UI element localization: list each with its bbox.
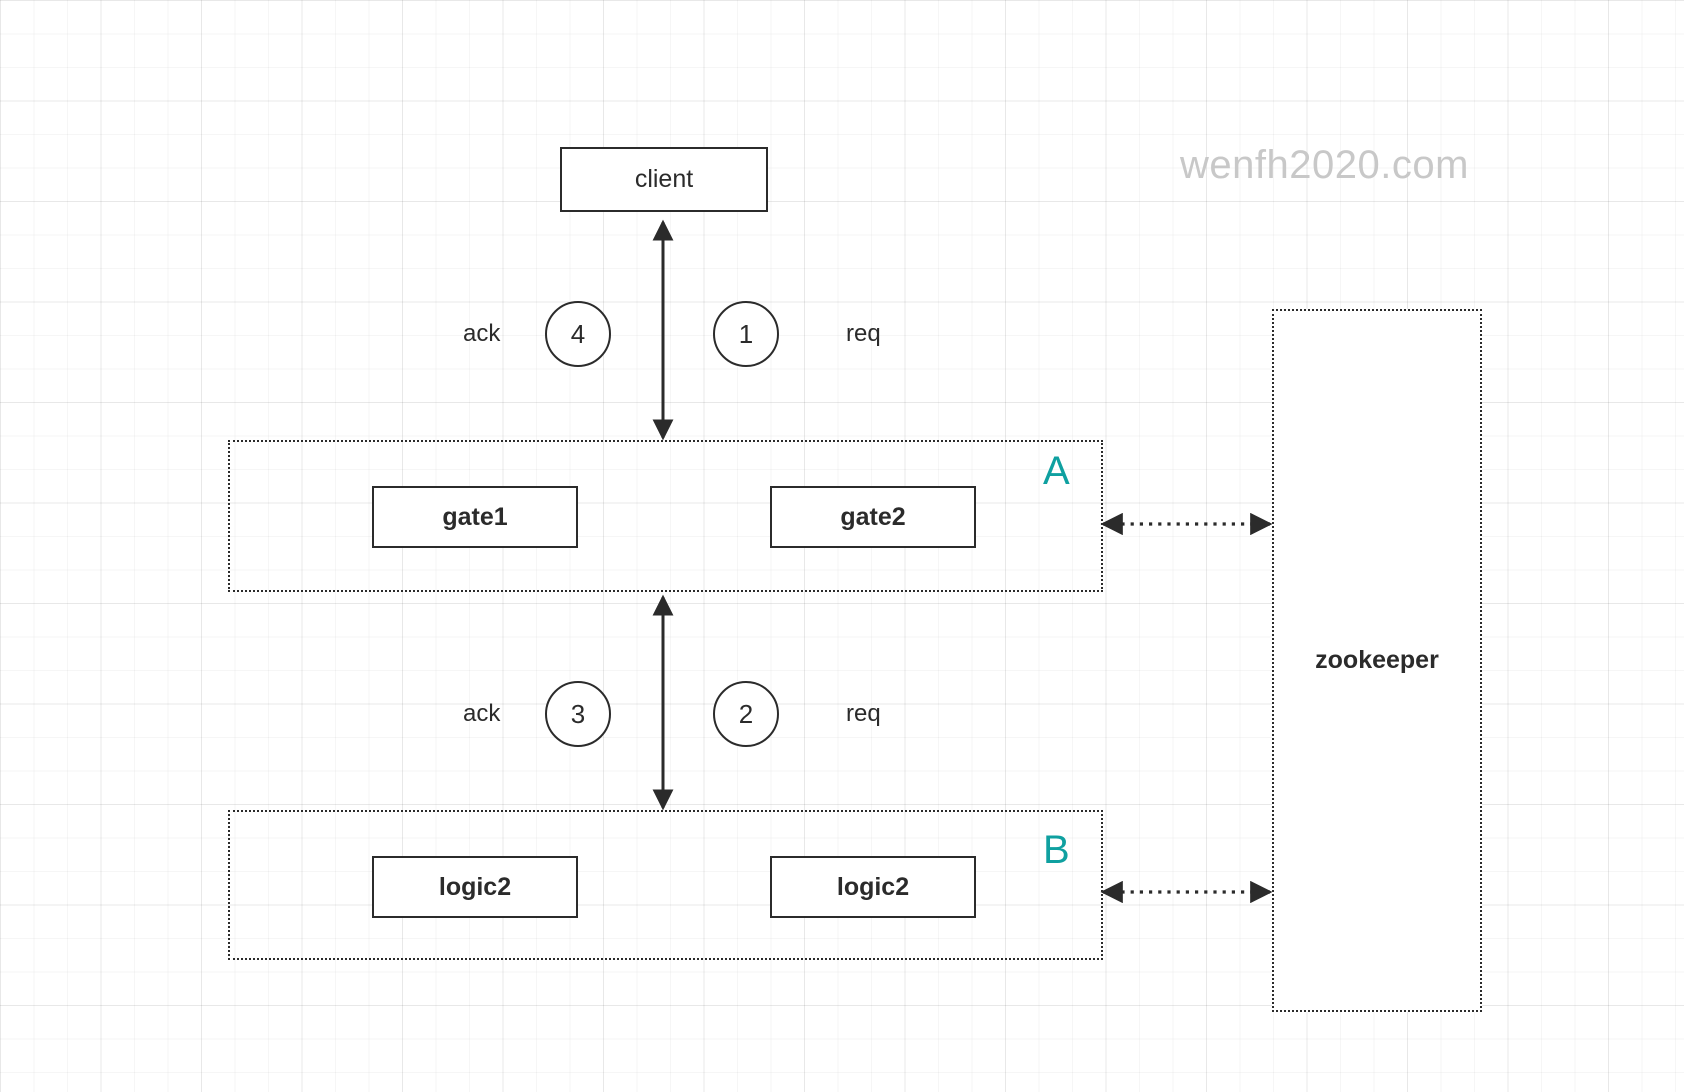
flow-step-3-value: 3 [570,698,586,729]
group-a-label: A [1043,449,1070,493]
flow-step-1: 1 [713,301,779,367]
group-b[interactable] [228,810,1103,960]
flow-step-2: 2 [713,681,779,747]
node-gate1[interactable]: gate1 [372,486,578,548]
flow-step-4: 4 [545,301,611,367]
group-a[interactable] [228,440,1103,592]
group-b-label: B [1043,828,1070,872]
node-client-label: client [634,165,694,193]
flow-gate-ack-label: ack [463,700,501,727]
node-gate1-label: gate1 [442,502,508,531]
node-gate2-label: gate2 [840,502,906,531]
node-logic-left[interactable]: logic2 [372,856,578,918]
node-client[interactable]: client [560,147,768,212]
flow-step-1-value: 1 [738,318,754,349]
watermark: wenfh2020.com [1180,143,1469,187]
node-logic-right[interactable]: logic2 [770,856,976,918]
node-zookeeper-label-wrap: zookeeper [1272,638,1482,682]
flow-step-4-value: 4 [570,318,586,349]
node-zookeeper[interactable] [1272,309,1482,1012]
node-logic-right-label: logic2 [836,872,910,901]
flow-step-3: 3 [545,681,611,747]
node-logic-left-label: logic2 [438,872,512,901]
node-zookeeper-label: zookeeper [1315,645,1439,674]
flow-gate-req-label: req [846,700,881,727]
node-gate2[interactable]: gate2 [770,486,976,548]
flow-client-ack-label: ack [463,320,501,347]
flow-client-req-label: req [846,320,881,347]
flow-step-2-value: 2 [738,698,754,729]
